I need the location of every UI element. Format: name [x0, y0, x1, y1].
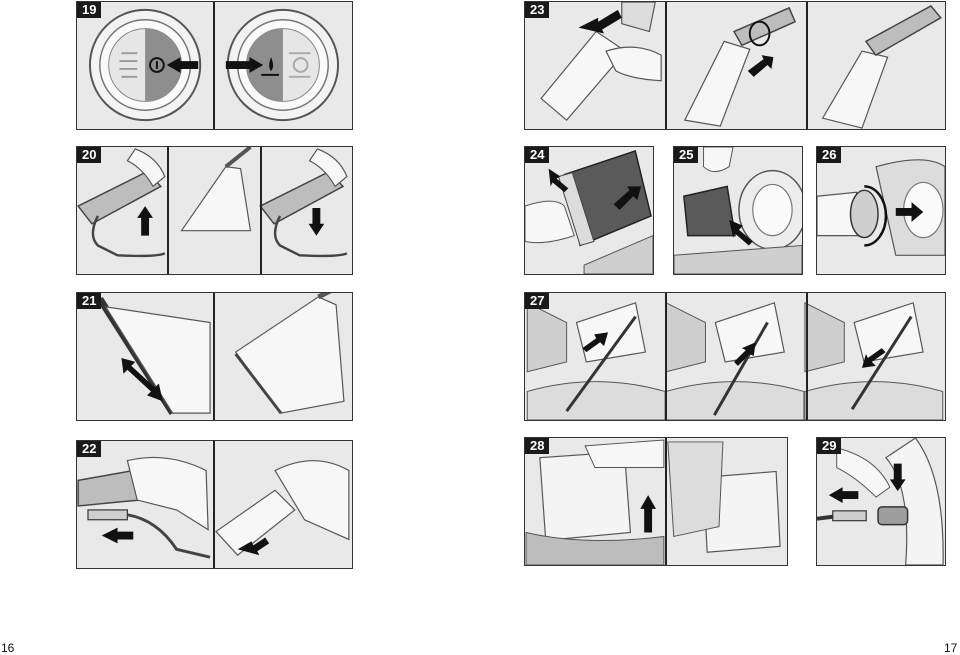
figure-number: 22	[77, 441, 102, 457]
figure-29: 29	[816, 437, 946, 566]
figure-number: 29	[817, 438, 842, 454]
hand-tool-assembly-illustration	[540, 2, 942, 129]
figure-number: 23	[525, 2, 550, 18]
panel-divider	[806, 2, 808, 129]
page-number-left: 16	[1, 641, 15, 655]
nozzle-slide-illustration	[96, 293, 345, 415]
panel-divider	[665, 293, 667, 420]
figure-number: 25	[674, 147, 699, 163]
panel-divider	[260, 147, 262, 274]
figure-22: 22	[76, 440, 353, 569]
hose-connect-illustration	[77, 456, 350, 559]
figure-27: 27	[524, 292, 946, 421]
figure-25: 25	[673, 146, 803, 275]
panel-divider	[665, 2, 667, 129]
figure-19: 19	[76, 1, 353, 130]
figure-26: 26	[816, 146, 946, 275]
figure-number: 20	[77, 147, 102, 163]
panel-divider	[213, 441, 215, 568]
panel-divider	[167, 147, 169, 274]
hose-disconnect-illustration	[817, 438, 944, 565]
cable-hook-illustration	[526, 302, 944, 420]
figure-number: 21	[77, 293, 102, 309]
figure-23: 23	[524, 1, 946, 130]
tank-lift-illustration	[525, 439, 781, 565]
figure-number: 26	[817, 147, 842, 163]
panel-divider	[213, 2, 215, 129]
panel-divider	[665, 438, 667, 565]
figure-number: 19	[77, 2, 102, 18]
figure-number: 24	[525, 147, 550, 163]
filter-insert-illustration	[674, 147, 802, 274]
figure-21: 21	[76, 292, 353, 421]
knob-left	[88, 8, 202, 122]
figure-28: 28	[524, 437, 788, 566]
panel-divider	[213, 293, 215, 420]
figure-20: 20	[76, 146, 353, 275]
knob-illustration	[88, 8, 340, 122]
page-number-right: 17	[944, 641, 958, 655]
hose-twist-illustration	[817, 159, 945, 256]
handle-trigger-illustration	[77, 147, 348, 258]
knob-right	[225, 8, 340, 122]
figure-number: 27	[525, 293, 550, 309]
panel-divider	[806, 293, 808, 420]
figure-number: 28	[525, 438, 550, 454]
filter-removal-illustration	[525, 149, 653, 274]
figure-24: 24	[524, 146, 654, 275]
